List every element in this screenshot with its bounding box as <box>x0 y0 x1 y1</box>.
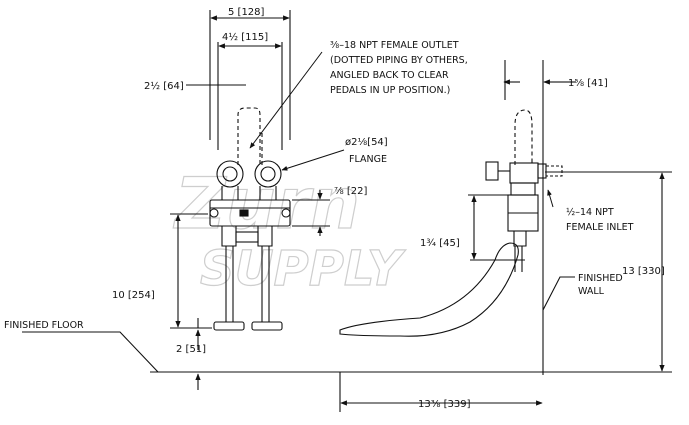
dim-pedal-depth: 13⅜ [339] <box>418 399 471 410</box>
outlet-note-line-1: ⅜–18 NPT FEMALE OUTLET <box>330 40 459 51</box>
dim-flange-diameter: ø2⅛[54] <box>345 137 388 148</box>
inlet-note-line-2: FEMALE INLET <box>566 222 634 233</box>
flange-label: FLANGE <box>349 154 387 165</box>
dim-body-height: ⅞ [22] <box>334 186 367 197</box>
watermark: Zurn SUPPLY <box>172 162 406 297</box>
front-view <box>22 10 360 390</box>
dim-width-overall: 5 [128] <box>228 7 265 18</box>
inlet-leader <box>547 189 554 208</box>
outlet-note-line-3: ANGLED BACK TO CLEAR <box>330 70 449 81</box>
dim-pedal-height: 10 [254] <box>112 290 155 301</box>
side-foot-pedal <box>339 242 519 337</box>
inlet-note-line-1: ½–14 NPT <box>566 207 614 218</box>
outlet-note-line-4: PEDALS IN UP POSITION.) <box>330 85 450 96</box>
finished-floor-label: FINISHED FLOOR <box>4 320 84 331</box>
dotted-pipe-left <box>237 107 261 165</box>
dim-width-centers: 4½ [115] <box>222 31 268 43</box>
flange-leader <box>281 149 345 171</box>
dim-inlet-drop: 1¾ [45] <box>420 238 460 249</box>
labels: 5 [128] 4½ [115] 2½ [64] ⅜–18 NPT FEMALE… <box>4 7 665 410</box>
foot-pedal-left <box>213 321 245 331</box>
watermark-line-2: SUPPLY <box>200 241 406 297</box>
outlet-leader <box>249 51 323 149</box>
finished-wall-line-1: FINISHED <box>578 273 623 284</box>
finished-wall-line-2: WALL <box>578 286 605 297</box>
dim-total-height: 13 [330] <box>622 266 665 277</box>
dim-inlet-offset: 1⅝ [41] <box>568 78 608 89</box>
dim-pipe-offset: 2½ [64] <box>144 80 184 92</box>
foot-pedal-right <box>251 321 283 331</box>
dim-floor-clearance: 2 [51] <box>176 344 206 355</box>
side-valve-top <box>509 162 539 184</box>
valve-flange-left <box>216 160 244 188</box>
side-view <box>339 60 672 412</box>
outlet-note-line-2: (DOTTED PIPING BY OTHERS, <box>330 55 468 66</box>
valve-flange-right <box>254 160 282 188</box>
watermark-line-1: Zurn <box>173 163 360 245</box>
dotted-riser <box>514 109 533 165</box>
